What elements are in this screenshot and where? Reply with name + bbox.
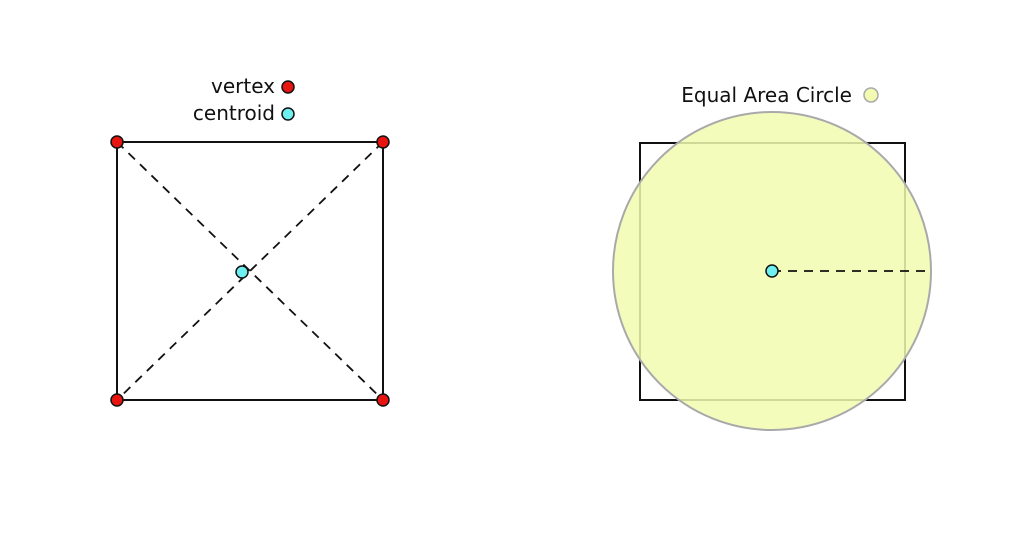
right-panel: Equal Area Circle: [612, 83, 932, 431]
diagonal-line: [116, 141, 384, 401]
square-outline: [116, 141, 384, 401]
equal-area-circle-legend-marker: [863, 87, 879, 103]
centroid-point: [235, 265, 249, 279]
vertex-point: [110, 393, 124, 407]
vertex-legend-label: vertex: [211, 74, 275, 98]
vertex-point: [376, 135, 390, 149]
centroid-point: [765, 264, 779, 278]
vertex-point: [110, 135, 124, 149]
diagonal-line: [116, 141, 384, 401]
vertex-point: [376, 393, 390, 407]
centroid-legend-label: centroid: [193, 101, 275, 125]
centroid-legend-marker: [281, 107, 295, 121]
equal-area-circle-legend-label: Equal Area Circle: [681, 83, 852, 107]
left-panel: vertex centroid: [110, 74, 390, 407]
vertex-legend-marker: [281, 80, 295, 94]
